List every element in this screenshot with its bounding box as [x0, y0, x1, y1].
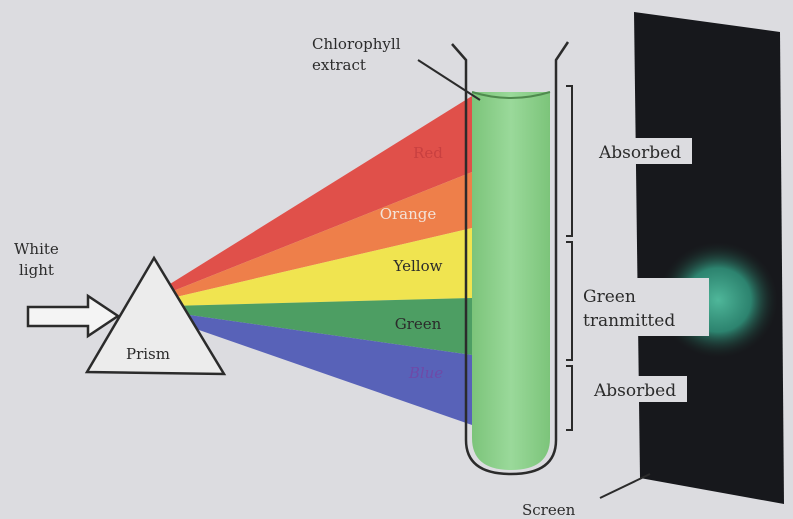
tube-liquid — [472, 92, 550, 470]
green-label: Green — [395, 315, 442, 333]
chlorophyll-line-1: Chlorophyll — [312, 35, 401, 53]
absorbed-top-label: Absorbed — [598, 143, 681, 163]
green-transmitted-line-1: Green — [583, 287, 636, 307]
bracket-absorbed-bottom — [566, 366, 572, 430]
chlorophyll-label: Chlorophyll extract — [312, 35, 405, 74]
white-light-line-1: White — [14, 240, 59, 258]
bracket-green — [566, 242, 572, 360]
yellow-label: Yellow — [393, 257, 443, 275]
white-light-label: White light — [14, 240, 64, 279]
screen-label: Screen — [522, 501, 576, 519]
blue-label: Blue — [408, 364, 443, 382]
absorbed-bottom-label: Absorbed — [593, 381, 676, 401]
chlorophyll-line-2: extract — [312, 56, 366, 74]
bracket-absorbed-top — [566, 86, 572, 236]
red-label: Red — [413, 144, 443, 162]
chlorophyll-pointer — [418, 60, 480, 100]
screen-pointer — [600, 474, 650, 498]
orange-label: Orange — [380, 205, 437, 223]
white-light-arrow — [28, 296, 118, 336]
white-light-line-2: light — [19, 261, 54, 279]
green-transmitted-line-2: tranmitted — [583, 311, 675, 331]
prism-label: Prism — [126, 345, 170, 363]
